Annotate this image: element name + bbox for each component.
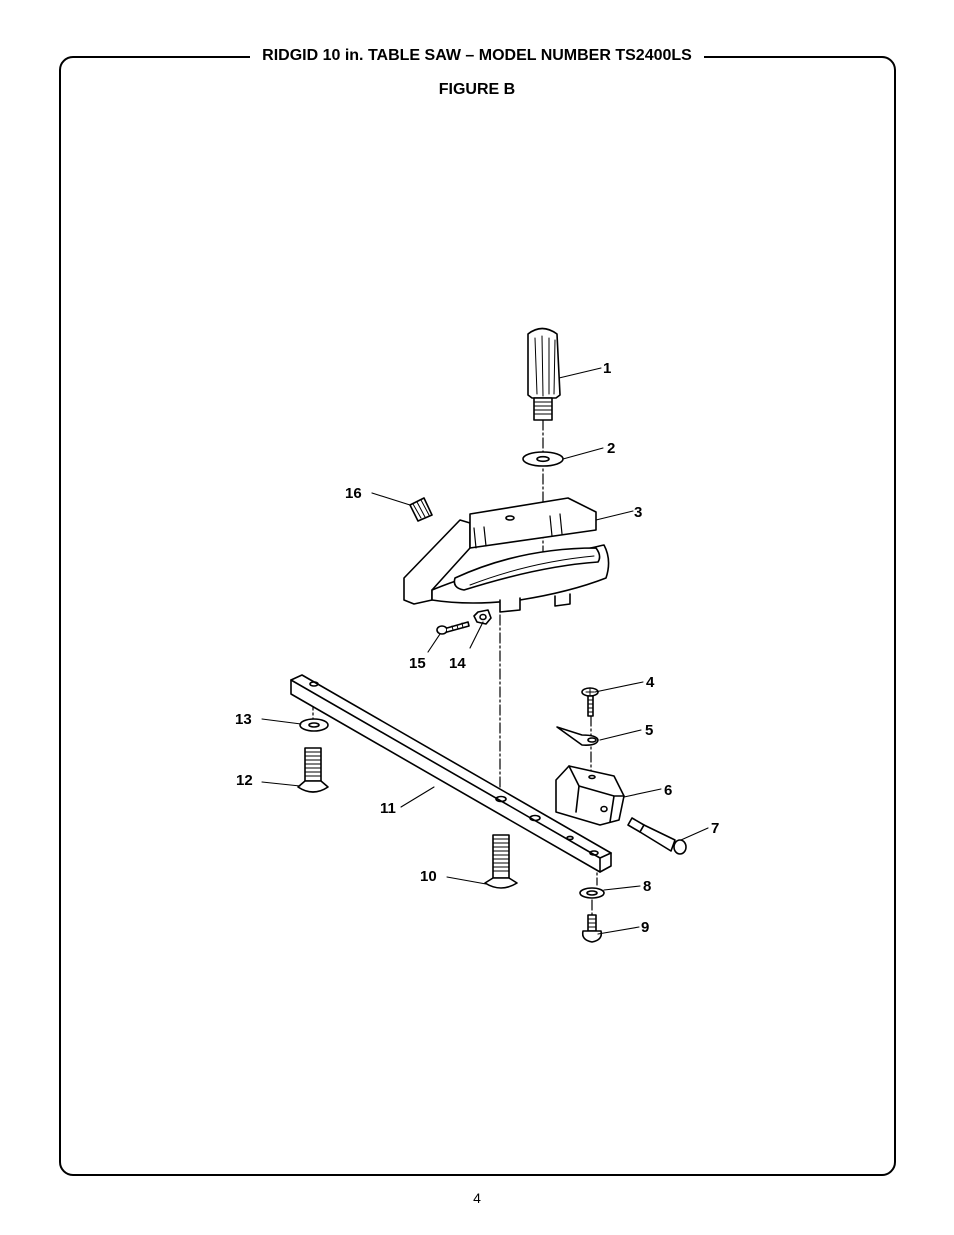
callout-7: 7 bbox=[711, 820, 719, 837]
part-6-stop-block bbox=[555, 765, 625, 826]
callout-12: 12 bbox=[236, 772, 253, 789]
callout-4: 4 bbox=[646, 674, 655, 691]
part-12-flat-head-screw bbox=[297, 747, 329, 793]
callout-13: 13 bbox=[235, 711, 252, 728]
part-8-washer bbox=[579, 887, 605, 899]
part-3-miter-gauge-body bbox=[403, 497, 610, 613]
callout-10: 10 bbox=[420, 868, 437, 885]
callout-14: 14 bbox=[449, 655, 466, 672]
header-title-text: RIDGID 10 in. TABLE SAW – MODEL NUMBER T… bbox=[250, 47, 704, 64]
callout-11: 11 bbox=[380, 800, 396, 817]
callout-1: 1 bbox=[603, 360, 611, 377]
callout-2: 2 bbox=[607, 440, 615, 457]
part-11-miter-bar bbox=[290, 674, 612, 873]
callout-6: 6 bbox=[664, 782, 672, 799]
callout-labels: 1 2 3 4 5 6 7 8 9 10 11 12 13 14 15 16 bbox=[235, 360, 719, 936]
header-title: RIDGID 10 in. TABLE SAW – MODEL NUMBER T… bbox=[0, 44, 954, 68]
part-4-screw bbox=[581, 687, 599, 717]
part-2-washer bbox=[522, 451, 564, 467]
part-10-flat-head-screw bbox=[484, 834, 518, 889]
leader-lines bbox=[261, 367, 709, 935]
callout-8: 8 bbox=[643, 878, 651, 895]
part-13-washer bbox=[299, 718, 329, 732]
callout-15: 15 bbox=[409, 655, 426, 672]
part-7-pin bbox=[627, 817, 687, 855]
callout-16: 16 bbox=[345, 485, 362, 502]
part-16-set-screw bbox=[409, 497, 433, 522]
part-1-knob bbox=[527, 327, 561, 421]
page-number: 4 bbox=[473, 1190, 481, 1206]
part-15-screw bbox=[436, 621, 470, 635]
part-9-pan-head-screw bbox=[581, 914, 603, 943]
figure-title: FIGURE B bbox=[438, 81, 516, 98]
callout-9: 9 bbox=[641, 919, 649, 936]
callout-3: 3 bbox=[634, 504, 642, 521]
callout-5: 5 bbox=[645, 722, 653, 739]
part-5-pointer bbox=[556, 726, 599, 746]
part-14-hex-nut bbox=[473, 609, 492, 625]
